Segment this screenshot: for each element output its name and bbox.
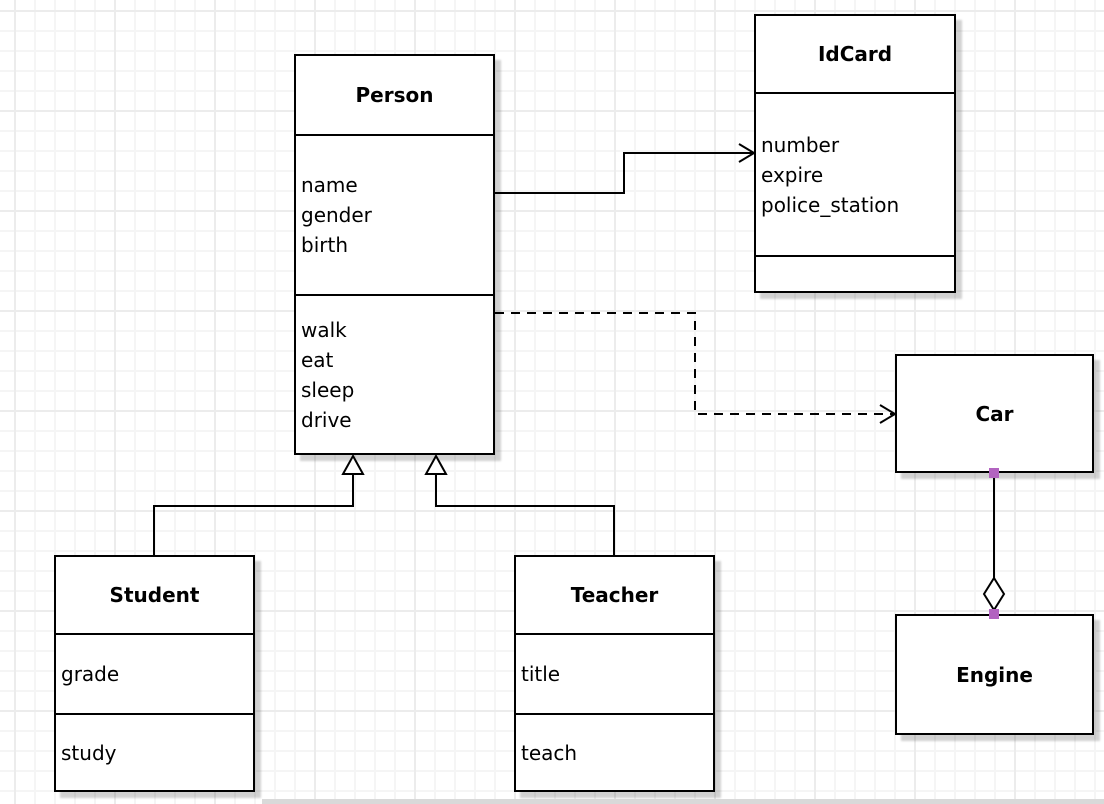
attribute-label: police_station <box>761 192 900 217</box>
class-title-car: Car <box>975 401 1014 426</box>
canvas-edge-shadow <box>262 799 1104 804</box>
method-label: teach <box>521 740 578 765</box>
class-title-student: Student <box>109 583 200 607</box>
class-title-person: Person <box>355 83 434 107</box>
class-methods-person: walk eat sleep drive <box>296 294 493 453</box>
association-open-arrowhead <box>738 143 756 163</box>
association-line-person-idcard[interactable] <box>495 152 752 194</box>
aggregation-hollow-diamond <box>982 576 1006 612</box>
class-box-student[interactable]: Student grade study <box>54 555 255 792</box>
class-box-teacher[interactable]: Teacher title teach <box>514 555 715 792</box>
method-label: study <box>61 740 117 765</box>
method-label: walk <box>301 317 347 342</box>
method-label: eat <box>301 347 334 372</box>
generalization-hollow-triangle-student <box>341 453 365 475</box>
class-box-engine[interactable]: Engine <box>895 614 1094 735</box>
class-attributes-person: name gender birth <box>296 134 493 294</box>
class-methods-idcard <box>756 255 954 291</box>
attribute-label: expire <box>761 162 824 187</box>
generalization-line-student-person[interactable] <box>153 474 354 555</box>
attribute-label: birth <box>301 233 348 257</box>
class-attributes-student: grade <box>56 633 253 713</box>
generalization-line-teacher-person[interactable] <box>435 474 615 555</box>
attribute-label: gender <box>301 203 372 227</box>
class-methods-student: study <box>56 713 253 790</box>
class-title-engine: Engine <box>956 662 1033 687</box>
dependency-line-person-car[interactable] <box>495 312 893 415</box>
class-attributes-teacher: title <box>516 633 713 713</box>
method-label: drive <box>301 407 352 432</box>
attribute-label: title <box>521 662 561 686</box>
class-box-car[interactable]: Car <box>895 354 1094 473</box>
attribute-label: grade <box>61 662 120 686</box>
class-title-teacher: Teacher <box>570 583 659 607</box>
class-box-person[interactable]: Person name gender birth walk eat sleep … <box>294 54 495 455</box>
class-box-idcard[interactable]: IdCard number expire police_station <box>754 14 956 293</box>
class-methods-teacher: teach <box>516 713 713 790</box>
attribute-label: name <box>301 173 358 197</box>
class-title-idcard: IdCard <box>817 42 893 66</box>
generalization-hollow-triangle-teacher <box>424 453 448 475</box>
attribute-label: number <box>761 132 840 157</box>
method-label: sleep <box>301 377 355 402</box>
class-attributes-idcard: number expire police_station <box>756 92 954 255</box>
dependency-open-arrowhead <box>879 404 897 424</box>
